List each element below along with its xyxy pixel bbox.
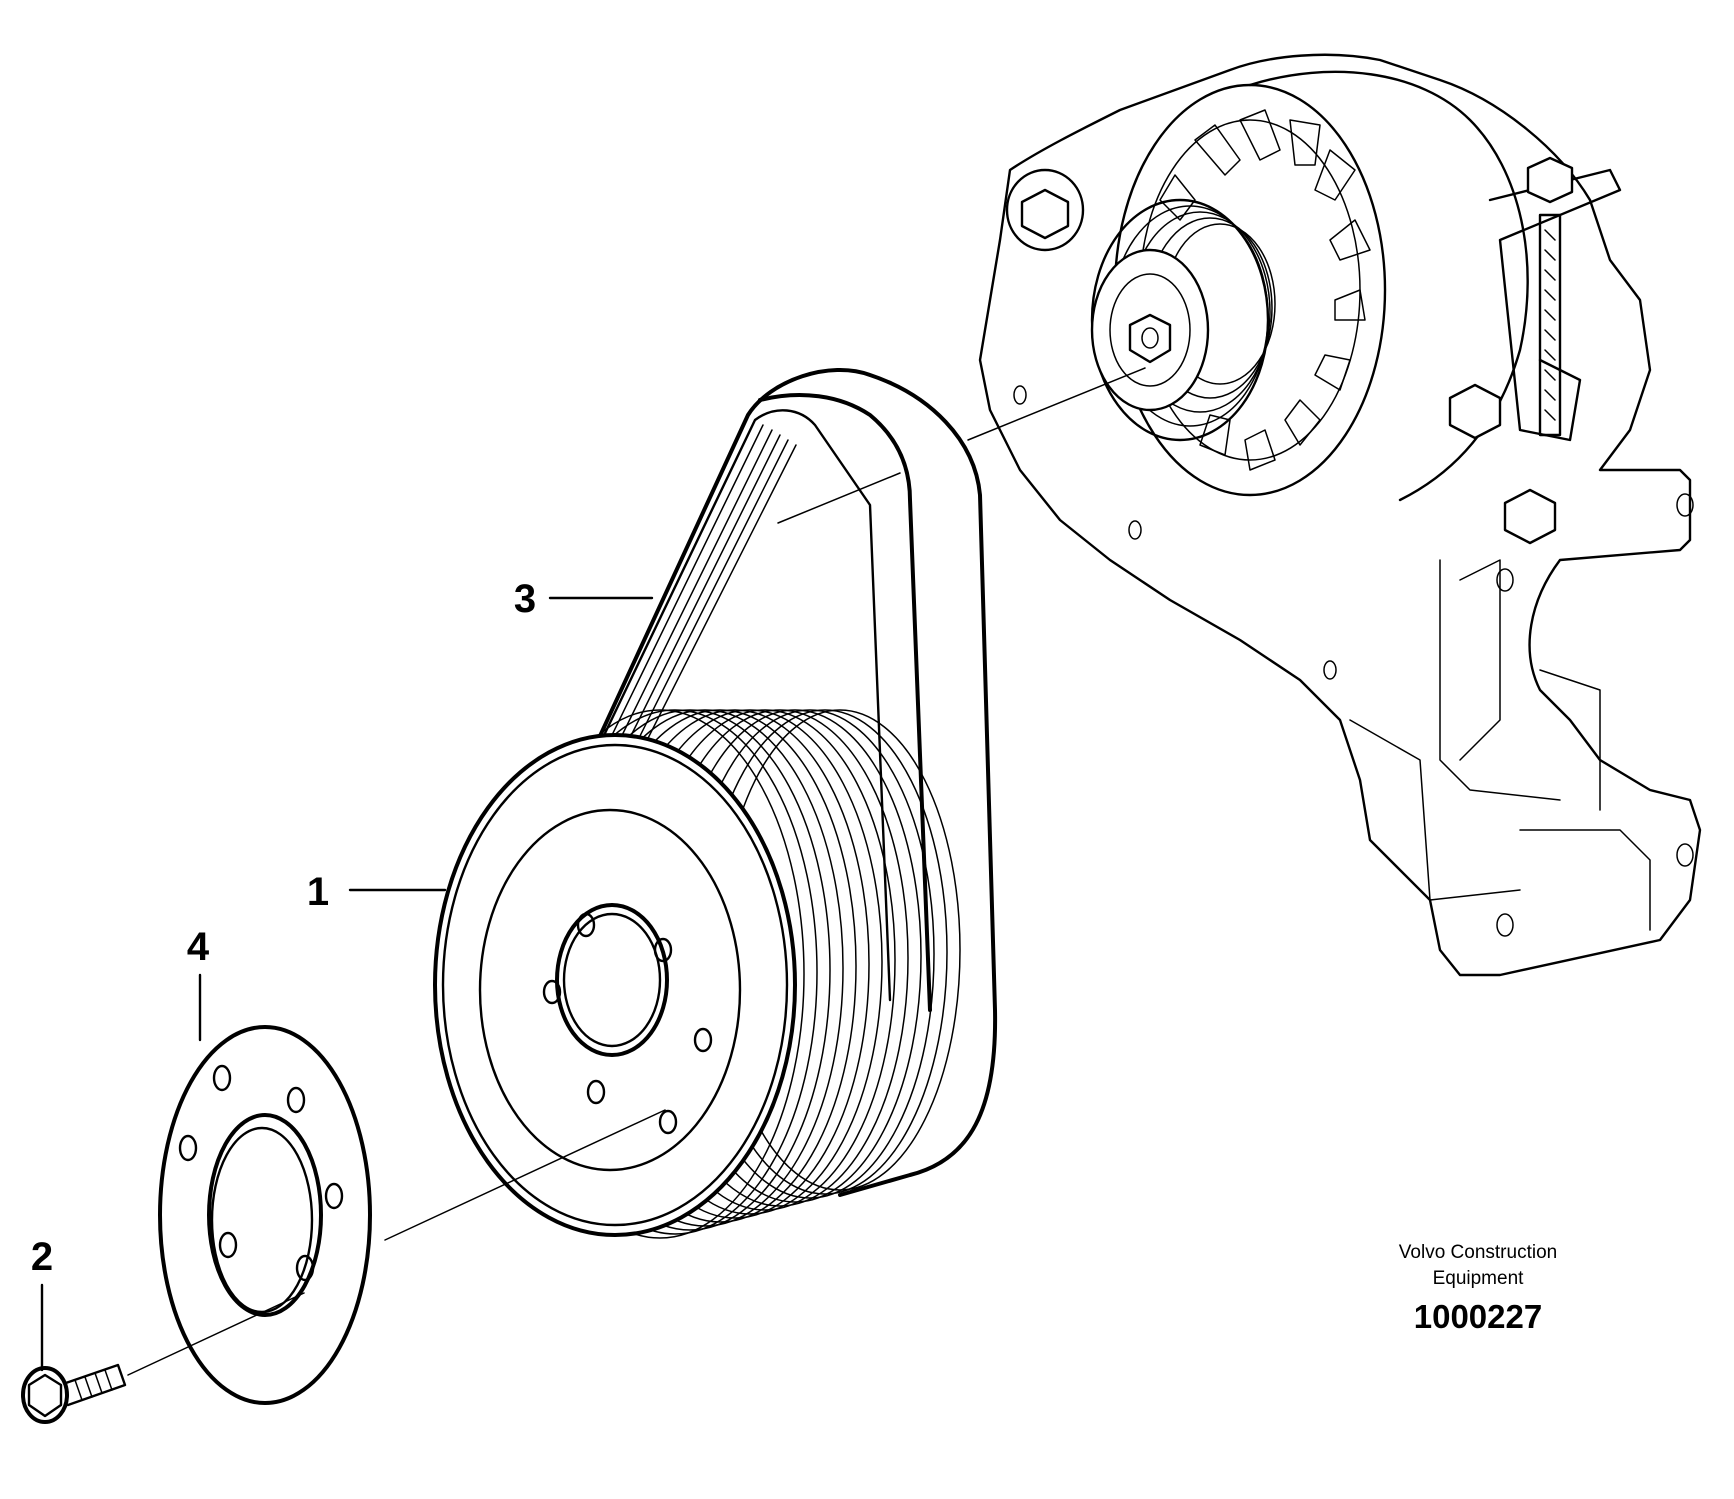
leader-lines xyxy=(40,596,654,1372)
washer-plate xyxy=(158,1025,372,1405)
callout-2: 2 xyxy=(31,1235,53,1279)
callout-1: 1 xyxy=(307,870,329,914)
callout-4: 4 xyxy=(187,925,210,969)
alternator-assembly xyxy=(978,53,1702,977)
flange-bolt xyxy=(21,1363,127,1424)
company-name-line1: Volvo Construction xyxy=(1399,1242,1557,1263)
callout-3: 3 xyxy=(514,577,536,621)
document-number: 1000227 xyxy=(1414,1298,1542,1335)
company-name-line2: Equipment xyxy=(1433,1268,1525,1289)
v-ribbed-belt xyxy=(580,367,998,1197)
crankshaft-pulley xyxy=(433,709,961,1239)
assembly-lines xyxy=(127,367,1146,1376)
